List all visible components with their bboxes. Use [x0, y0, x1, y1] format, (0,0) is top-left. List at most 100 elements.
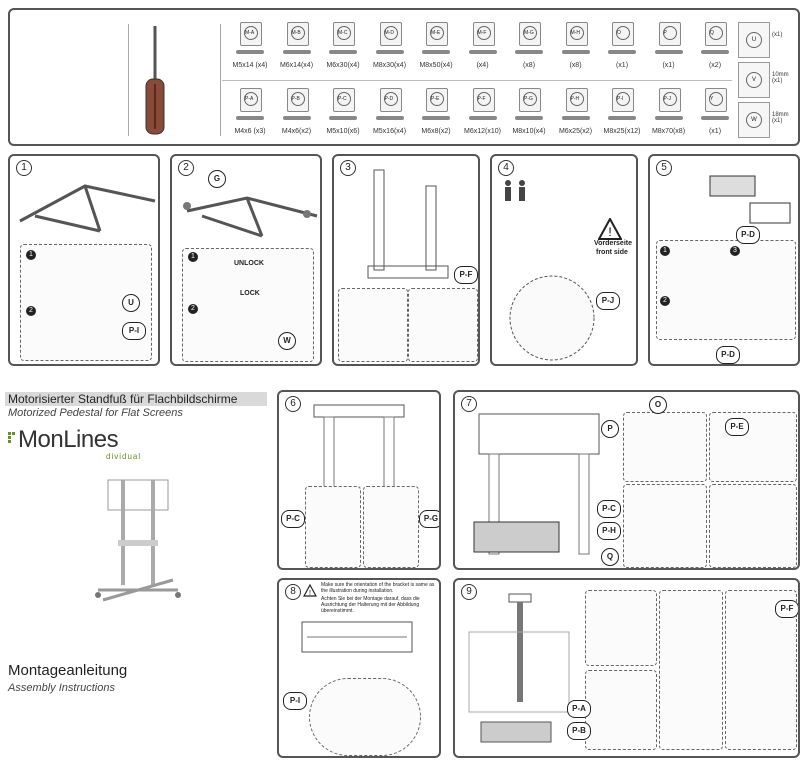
hardware-code: U — [746, 32, 762, 48]
lock-label: LOCK — [240, 290, 260, 297]
sub-step-2: 2 — [660, 296, 670, 306]
label-g: G — [208, 170, 226, 188]
cover-title-bar — [5, 392, 267, 406]
hardware-desc: M4x6(x2) — [281, 128, 312, 135]
hardware-desc: (x1) — [772, 32, 783, 38]
front-side-label-en: front side — [596, 249, 628, 256]
hardware-code: M-A — [244, 26, 258, 40]
hardware-side-box: W — [738, 102, 770, 138]
screw-icon — [282, 50, 311, 54]
warning-icon: ! — [598, 218, 622, 240]
brand-sub: dividual — [106, 452, 142, 461]
front-side-label-de: Vorderseite — [594, 240, 632, 247]
hardware-bag-icon: P-J — [658, 88, 681, 112]
label-p-i: P-I — [283, 692, 307, 710]
label-u: U — [122, 294, 140, 312]
screw-icon — [515, 116, 543, 120]
orientation-note-de: Achten Sie bei der Montage darauf, dass … — [321, 596, 420, 614]
label-p-b: P-B — [567, 722, 591, 740]
screw-icon — [282, 116, 311, 120]
label-p: P — [601, 420, 619, 438]
label-p-d-1: P-D — [736, 226, 760, 244]
hardware-code: P-H — [569, 92, 584, 106]
hardware-code: P-F — [476, 92, 491, 106]
hardware-code: M-F — [476, 26, 491, 40]
step-7-detail-2 — [709, 412, 797, 482]
step-6-detail-right — [363, 486, 419, 568]
hardware-code: M-C — [337, 26, 351, 40]
hardware-desc: M8x70(x8) — [651, 128, 686, 135]
hardware-code: M-D — [383, 26, 398, 40]
hardware-code: P-A — [244, 92, 258, 106]
label-p-f: P-F — [775, 600, 798, 618]
step-6-panel: 6 P-C P-G — [277, 390, 441, 570]
base-frame-illustration — [19, 184, 156, 233]
hardware-bag-icon: P-A — [240, 88, 262, 112]
hardware-bag-icon: M-A — [240, 22, 262, 46]
hardware-desc: M6x8(x2) — [421, 128, 451, 135]
sub-step-1: 1 — [660, 246, 670, 256]
hardware-desc: (x4) — [476, 62, 489, 69]
step-3-detail-left — [338, 288, 408, 362]
people-lifting-icon — [505, 180, 525, 201]
hardware-desc: M8x30(x4) — [372, 62, 407, 69]
brand-name: MonLines — [18, 426, 119, 453]
hardware-bag-icon: M-C — [333, 22, 355, 46]
hardware-desc: 10mm (x1) — [772, 72, 789, 84]
screw-icon — [701, 116, 729, 120]
label-p-g: P-G — [419, 510, 439, 528]
hardware-desc: (x8) — [569, 62, 582, 69]
step-8-panel: 8 ! Make sure the orientation of the bra… — [277, 578, 441, 758]
sub-step-1: 1 — [26, 250, 36, 260]
screw-icon — [654, 50, 683, 54]
warning-icon: ! — [303, 584, 317, 597]
hardware-desc: M6x30(x4) — [326, 62, 360, 69]
hardware-bag-icon: P-C — [333, 88, 355, 112]
hardware-code: M-G — [523, 26, 537, 40]
hardware-bag-icon: M-D — [379, 22, 402, 46]
hardware-code: P-B — [290, 92, 305, 106]
sub-step-3: 3 — [730, 246, 740, 256]
step-number: 2 — [178, 160, 194, 176]
screw-icon — [468, 116, 497, 120]
svg-text:!: ! — [608, 225, 611, 239]
screw-icon — [236, 116, 264, 120]
product-photo — [95, 479, 181, 602]
label-p-j: P-J — [596, 292, 620, 310]
sub-step-1: 1 — [188, 252, 198, 262]
hardware-desc: (x8) — [522, 62, 536, 69]
motor-unit-illustration — [709, 175, 791, 224]
orientation-note-en: Make sure the orientation of the bracket… — [321, 582, 435, 594]
screw-icon — [329, 50, 357, 54]
magnifier-detail — [509, 275, 595, 361]
column-frame-illustration — [367, 169, 449, 279]
hardware-desc: M5x16(x4) — [372, 128, 407, 135]
step-8-detail — [309, 678, 421, 756]
hardware-bag-icon: P-B — [286, 88, 309, 112]
hardware-desc: M6x14(x4) — [279, 62, 314, 69]
screw-icon — [515, 50, 543, 54]
label-q: Q — [601, 548, 619, 566]
shelf-assembly-illustration — [473, 413, 600, 555]
hardware-code: P-J — [662, 92, 677, 106]
hardware-bag-icon: P-D — [379, 88, 402, 112]
hardware-bag-icon: P-I — [612, 88, 634, 112]
label-p-i: P-I — [122, 322, 146, 340]
screw-icon — [654, 116, 683, 120]
full-stand-illustration — [468, 593, 570, 743]
hardware-code: Q — [709, 26, 723, 40]
screw-icon — [608, 50, 636, 54]
hardware-code: O — [616, 26, 630, 40]
hardware-code: M-H — [569, 26, 584, 40]
hardware-code: M-B — [290, 26, 305, 40]
hardware-bag-icon: M-B — [286, 22, 309, 46]
hardware-desc: M8x25(x12) — [603, 128, 641, 135]
step-6-detail-left — [305, 486, 361, 568]
screw-icon — [561, 50, 590, 54]
step-5-detail — [656, 240, 796, 340]
step-7-detail-3 — [623, 484, 707, 568]
hardware-bag-icon: M-E — [426, 22, 448, 46]
step-2-panel: 2 G 1 2 UNLOCK LOCK W — [170, 154, 322, 366]
hardware-desc: (x1) — [615, 62, 629, 69]
